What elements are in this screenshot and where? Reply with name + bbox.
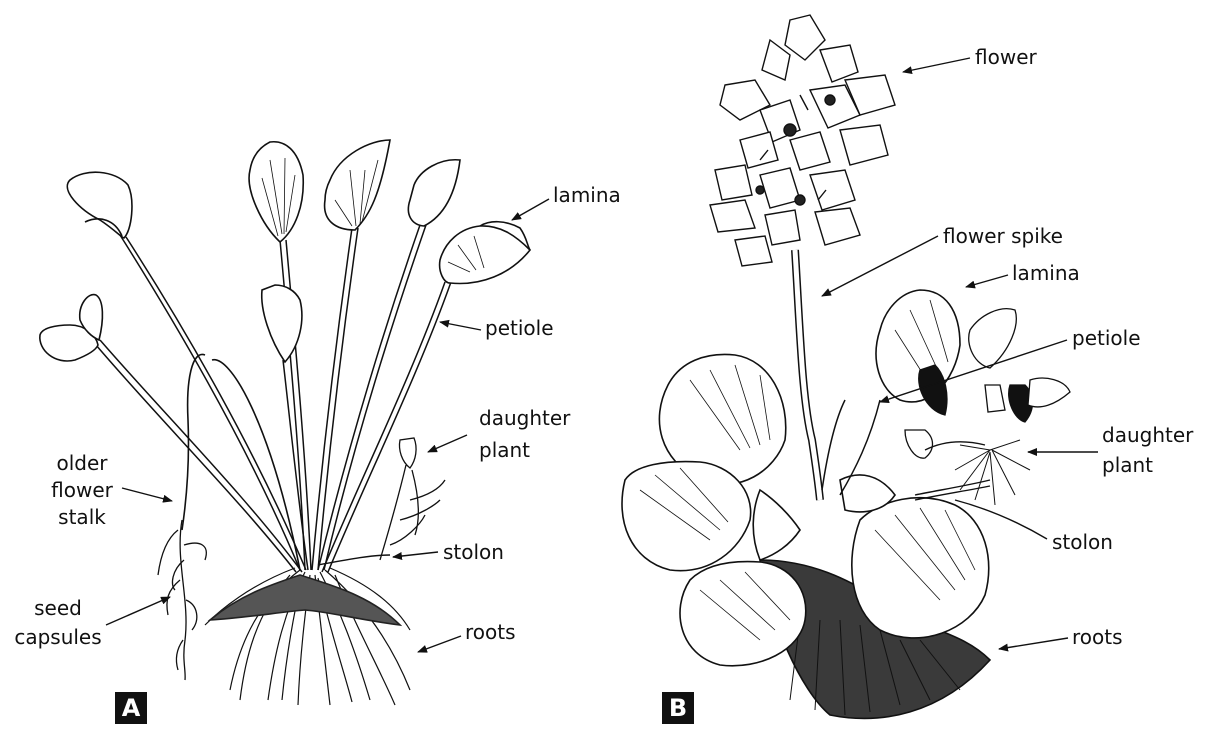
arrow-a-roots bbox=[418, 636, 461, 652]
arrow-a-petiole bbox=[440, 322, 481, 330]
arrow-b-lamina bbox=[966, 275, 1008, 287]
panel-a-seed-capsules bbox=[158, 520, 206, 680]
label-b-roots: roots bbox=[1072, 625, 1123, 649]
label-b-flower-spike: flower spike bbox=[943, 224, 1063, 248]
label-a-stalk: stalk bbox=[40, 505, 124, 529]
panel-b-plant bbox=[622, 15, 1070, 718]
label-b-flower: flower bbox=[975, 45, 1037, 69]
label-b-stolon: stolon bbox=[1052, 530, 1113, 554]
label-a-roots: roots bbox=[465, 620, 516, 644]
arrow-a-older-flower-stalk bbox=[122, 488, 172, 501]
panel-b-flower-spike bbox=[710, 15, 895, 266]
panel-a-plant bbox=[40, 140, 530, 705]
label-b-plant: plant bbox=[1102, 453, 1153, 477]
label-b-daughter: daughter bbox=[1102, 423, 1193, 447]
label-b-lamina: lamina bbox=[1012, 261, 1080, 285]
panel-a-petioles bbox=[96, 225, 451, 572]
arrow-b-flower-spike bbox=[822, 236, 938, 296]
panel-a-badge: A bbox=[115, 692, 147, 724]
arrow-a-stolon bbox=[393, 552, 438, 557]
arrow-a-lamina bbox=[512, 199, 549, 220]
label-a-daughter: daughter bbox=[479, 406, 570, 430]
label-a-plant: plant bbox=[479, 438, 530, 462]
label-a-petiole: petiole bbox=[485, 316, 554, 340]
arrow-b-flower bbox=[903, 58, 970, 72]
label-a-flower: flower bbox=[40, 478, 124, 502]
label-a-older: older bbox=[40, 451, 124, 475]
panel-a-laminae bbox=[40, 140, 530, 362]
arrow-a-daughter-plant bbox=[428, 435, 467, 452]
panel-a-daughter-plant bbox=[380, 438, 445, 560]
label-a-stolon: stolon bbox=[443, 540, 504, 564]
arrow-b-roots bbox=[999, 638, 1068, 649]
label-a-lamina: lamina bbox=[553, 183, 621, 207]
panel-b-leaves bbox=[622, 290, 989, 666]
label-a-seed: seed bbox=[8, 596, 108, 620]
label-a-capsules: capsules bbox=[8, 625, 108, 649]
panel-b-badge: B bbox=[662, 692, 694, 724]
label-b-petiole: petiole bbox=[1072, 326, 1141, 350]
arrow-a-seed-capsules bbox=[106, 597, 170, 625]
